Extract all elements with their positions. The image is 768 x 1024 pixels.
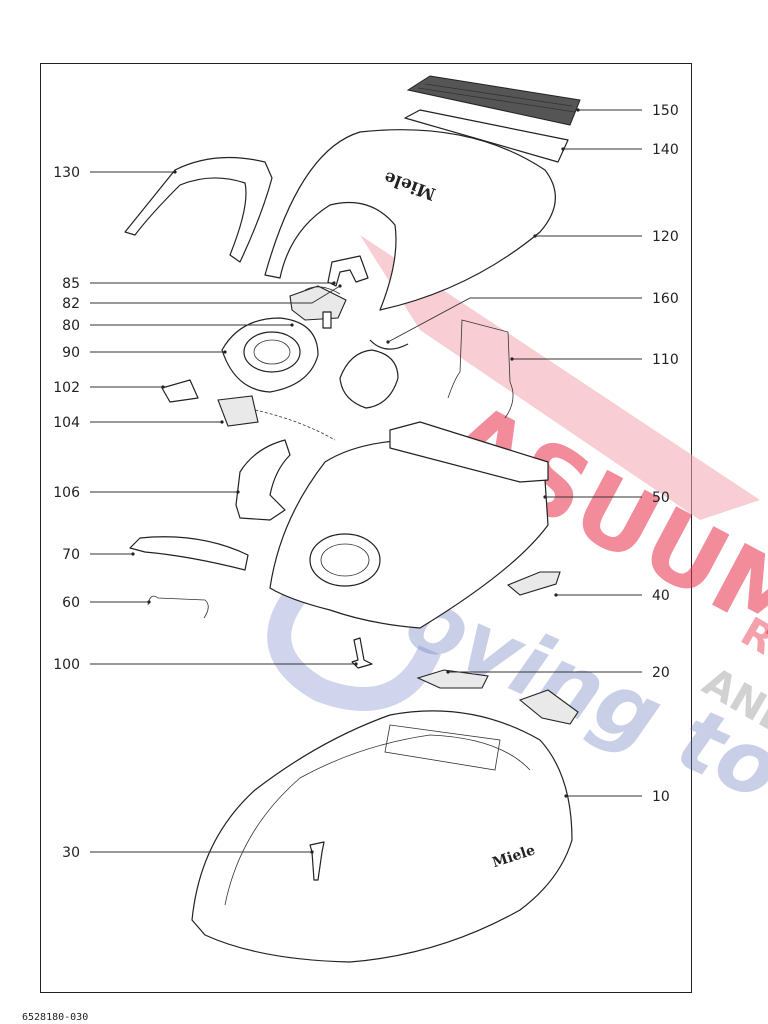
- part-60-spring: [147, 595, 209, 619]
- leader-dot-82: [338, 284, 342, 288]
- callout-85: 85: [62, 276, 336, 292]
- part-130-handle: [124, 156, 273, 263]
- leader-dot-60: [147, 600, 151, 604]
- callout-130: 130: [53, 165, 177, 181]
- leader-dot-85: [332, 281, 336, 285]
- callout-label-70: 70: [62, 547, 80, 563]
- leader-dot-140: [561, 147, 565, 151]
- part-102-button: [161, 379, 199, 403]
- callout-100: 100: [53, 657, 358, 673]
- leader-dot-50: [543, 495, 547, 499]
- leader-dot-80: [290, 323, 294, 327]
- callout-label-100: 100: [53, 657, 80, 673]
- callout-140: 140: [561, 142, 679, 158]
- part-120-top-cover: Miele: [264, 129, 556, 311]
- callout-30: 30: [62, 845, 314, 861]
- callout-label-20: 20: [652, 665, 670, 681]
- callout-20: 20: [446, 665, 670, 681]
- part-100-screw: [351, 637, 373, 669]
- callout-60: 60: [62, 595, 151, 611]
- part-70-trim: [129, 536, 249, 571]
- callout-label-110: 110: [652, 352, 679, 368]
- callout-104: 104: [53, 415, 224, 431]
- part-104-connector: [217, 395, 259, 427]
- callout-label-60: 60: [62, 595, 80, 611]
- leader-dot-20: [446, 670, 450, 674]
- part-150-filter-grille: [406, 75, 581, 126]
- callout-label-30: 30: [62, 845, 80, 861]
- watermark-blue-swoosh: [267, 582, 442, 711]
- callout-label-10: 10: [652, 789, 670, 805]
- callout-50: 50: [543, 490, 670, 506]
- part-140-filter-pad: [404, 109, 569, 163]
- callout-label-50: 50: [652, 490, 670, 506]
- leader-dot-102: [161, 385, 165, 389]
- leader-line-160: [387, 297, 642, 343]
- callout-label-120: 120: [652, 229, 679, 245]
- callout-label-106: 106: [53, 485, 80, 501]
- callout-82: 82: [62, 284, 342, 312]
- callout-label-150: 150: [652, 103, 679, 119]
- part-80-switch-block: [289, 285, 347, 329]
- part-10-base-housing: Miele: [191, 710, 573, 963]
- watermark: [267, 235, 760, 711]
- callout-102: 102: [53, 380, 165, 396]
- callout-label-140: 140: [652, 142, 679, 158]
- callout-label-130: 130: [53, 165, 80, 181]
- part-40-latch: [506, 571, 561, 596]
- part-50-body-upper: [269, 421, 549, 629]
- callout-label-85: 85: [62, 276, 80, 292]
- part-106-hose-socket: [235, 439, 291, 521]
- leader-line-82: [90, 285, 341, 304]
- diagram-frame: [40, 63, 692, 993]
- callout-label-40: 40: [652, 588, 670, 604]
- leader-dot-104: [220, 420, 224, 424]
- callout-40: 40: [554, 588, 670, 604]
- callout-label-82: 82: [62, 296, 80, 312]
- part-110-wire-bracket: [447, 319, 514, 419]
- leader-dot-150: [576, 108, 580, 112]
- leader-dot-40: [554, 593, 558, 597]
- callout-70: 70: [62, 547, 135, 563]
- watermark-red-wedge: [360, 235, 760, 520]
- leader-dot-120: [533, 234, 537, 238]
- leader-dot-30: [310, 850, 314, 854]
- callout-label-160: 160: [652, 291, 679, 307]
- callout-label-80: 80: [62, 318, 80, 334]
- leader-dot-130: [173, 170, 177, 174]
- part-20-slide-a: [416, 669, 489, 689]
- callout-label-90: 90: [62, 345, 80, 361]
- callout-110: 110: [510, 352, 679, 368]
- leader-dot-110: [510, 357, 514, 361]
- callout-group: 150 140 130 120 85 82 80 160 90 110 102 104 106 50 70 6…: [53, 103, 678, 861]
- callout-10: 10: [564, 789, 670, 805]
- part-20-slide-b: [518, 689, 579, 725]
- callout-160: 160: [386, 291, 679, 344]
- part-104-cable: [254, 409, 336, 441]
- leader-dot-90: [223, 350, 227, 354]
- callout-90: 90: [62, 345, 227, 361]
- part-90-filter-cover: [221, 317, 319, 393]
- leader-dot-70: [131, 552, 135, 556]
- callout-label-104: 104: [53, 415, 80, 431]
- leader-dot-100: [354, 662, 358, 666]
- callout-80: 80: [62, 318, 294, 334]
- callout-150: 150: [576, 103, 679, 119]
- callout-106: 106: [53, 485, 240, 501]
- document-number: 6528180-030: [22, 1012, 89, 1023]
- callout-120: 120: [533, 229, 679, 245]
- leader-dot-106: [236, 490, 240, 494]
- callout-label-102: 102: [53, 380, 80, 396]
- part-160-round-plate: [339, 339, 409, 409]
- leader-dot-10: [564, 794, 568, 798]
- leader-dot-160: [386, 340, 390, 344]
